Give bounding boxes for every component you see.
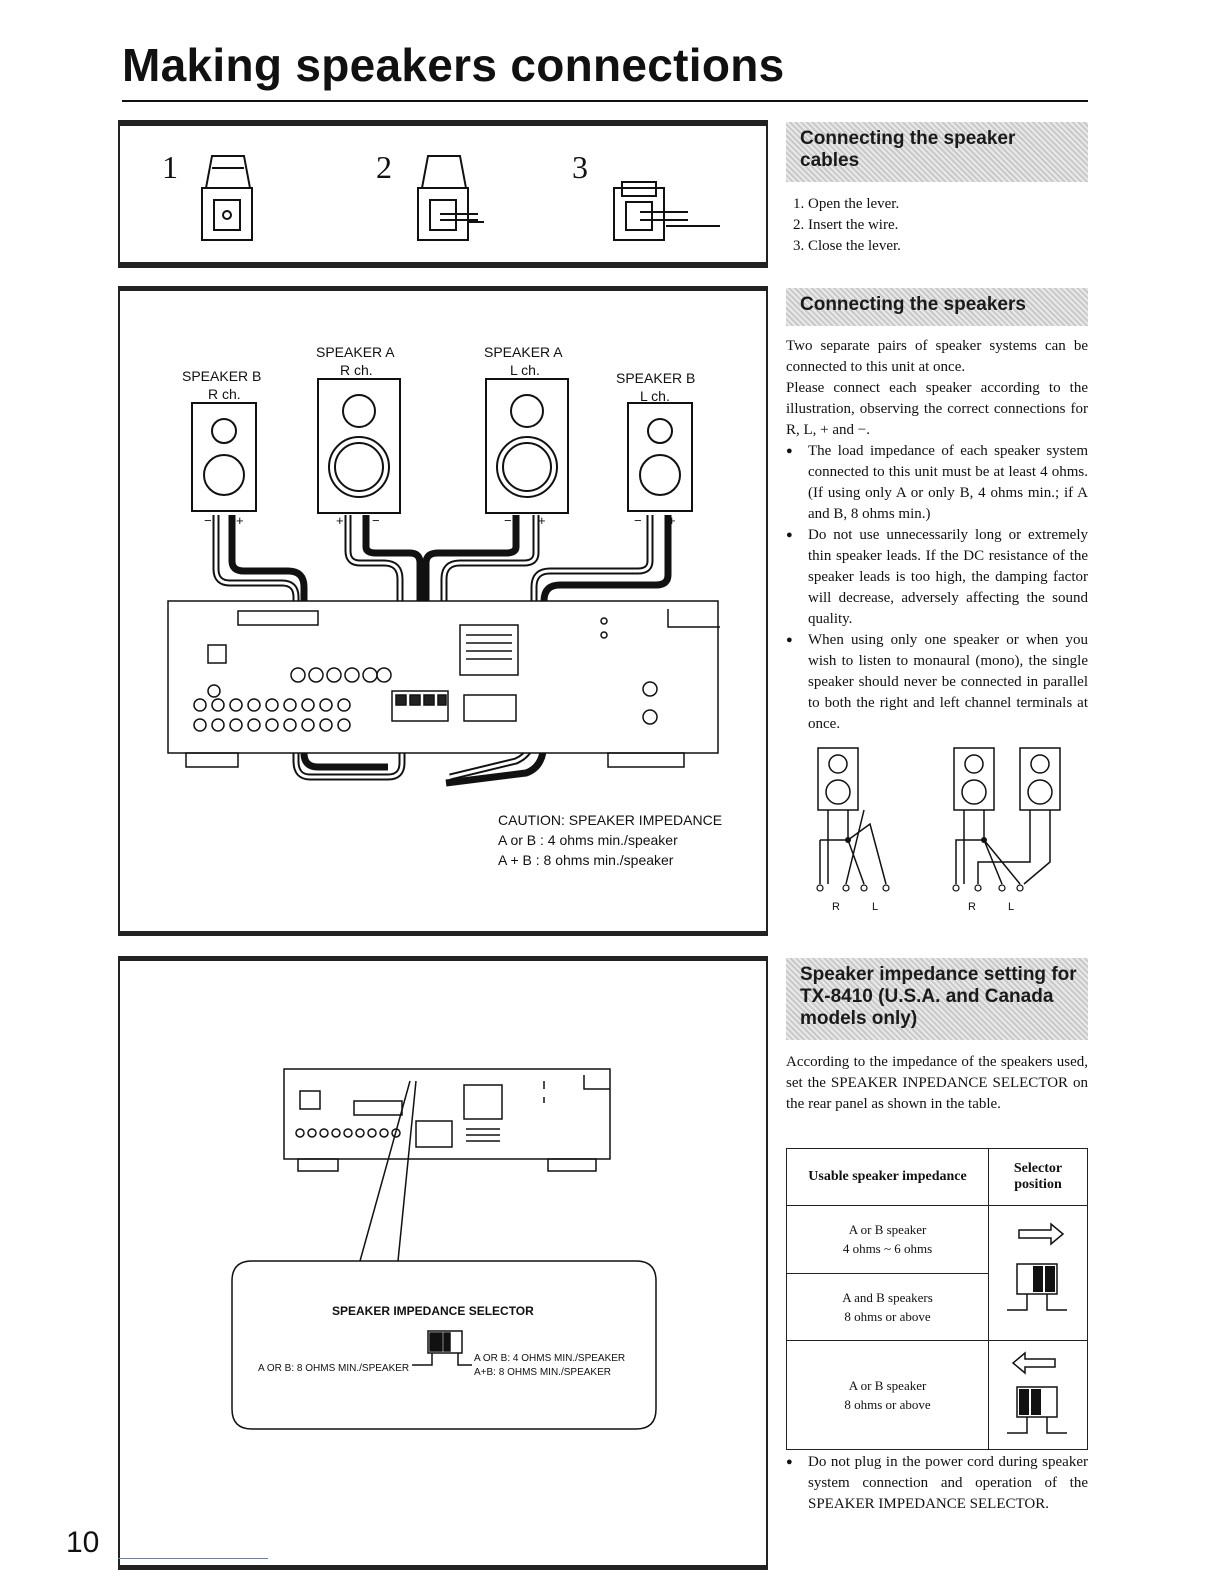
row-2-line-2: 8 ohms or above: [844, 1308, 931, 1324]
speaker-b-right-icon: [191, 402, 257, 512]
page-title: Making speakers connections: [122, 39, 785, 91]
selector-right-label-1: A OR B: 4 OHMS MIN./SPEAKER: [474, 1353, 625, 1364]
heading-connecting-cables: Connecting the speaker cables: [786, 122, 1088, 182]
selector-switch-icon: [412, 1330, 472, 1366]
step-number-1: 1: [162, 149, 178, 185]
svg-text:+: +: [336, 513, 344, 528]
row-3-line-2: 8 ohms or above: [844, 1397, 931, 1412]
receiver-rear-panel-small: [283, 1068, 611, 1172]
selector-title: SPEAKER IMPEDANCE SELECTOR: [332, 1304, 534, 1318]
row-1-line-2: 4 ohms ~ 6 ohms: [842, 1241, 933, 1257]
svg-text:+: +: [538, 513, 546, 528]
arrow-right-icon: [1018, 1222, 1065, 1246]
speaker-a-left-icon: [485, 378, 569, 514]
terminal-insert-wire-icon: [417, 155, 484, 241]
row-2-line-1: A and B speakers: [842, 1289, 933, 1305]
terminal-steps-panel: 1 2 3: [118, 120, 768, 268]
speaker-a-right-icon: [317, 378, 401, 514]
heading-connecting-speakers: Connecting the speakers: [786, 288, 1088, 326]
cable-step-2: Insert the wire.: [808, 215, 1088, 236]
page-number: 10: [66, 1526, 100, 1559]
mini-label-r-2: R: [968, 901, 976, 913]
step-number-2: 2: [376, 149, 392, 185]
table-header-impedance: Usable speaker impedance: [786, 1148, 989, 1206]
page-footer-rule: [118, 1558, 268, 1559]
speaker-b-left-icon: [627, 402, 693, 512]
speakers-intro-1: Two separate pairs of speaker systems ca…: [786, 338, 1088, 375]
mono-wiring-mini-diagram: R L R L: [816, 747, 1061, 913]
cable-steps: Open the lever. Insert the wire. Close t…: [786, 194, 1088, 257]
impedance-intro: According to the impedance of the speake…: [786, 1052, 1088, 1115]
selector-right-label-2: A+B: 8 OHMS MIN./SPEAKER: [474, 1367, 611, 1378]
label-speaker-a-l-ch: L ch.: [510, 362, 540, 378]
mini-label-l-1: L: [872, 901, 878, 913]
svg-text:−: −: [372, 513, 380, 528]
selector-position-b-icon: [1007, 1351, 1067, 1434]
table-header-position: Selector position: [988, 1148, 1088, 1206]
power-cord-note: Do not plug in the power cord during spe…: [786, 1452, 1088, 1515]
svg-text:+: +: [668, 513, 676, 528]
caution-line-1: A or B : 4 ohms min./speaker: [498, 832, 678, 848]
speakers-intro-2: Please connect each speaker according to…: [786, 380, 1088, 438]
mini-label-r-1: R: [832, 901, 840, 913]
label-speaker-a-r: SPEAKER A: [316, 344, 395, 360]
mini-label-l-2: L: [1008, 901, 1014, 913]
title-rule: [122, 100, 1088, 102]
label-speaker-a-l: SPEAKER A: [484, 344, 563, 360]
terminal-closed-icon: [613, 181, 720, 241]
speakers-text: Two separate pairs of speaker systems ca…: [786, 336, 1088, 735]
label-speaker-a-r-ch: R ch.: [340, 362, 373, 378]
receiver-rear-panel: [167, 600, 720, 768]
impedance-table: Usable speaker impedance Selector positi…: [786, 1148, 1088, 1450]
caution-title: CAUTION: SPEAKER IMPEDANCE: [498, 812, 722, 828]
table-row: A and B speakers 8 ohms or above: [786, 1272, 1088, 1341]
arrow-left-icon: [1011, 1351, 1056, 1375]
row-3-line-1: A or B speaker: [848, 1378, 927, 1393]
cable-step-1: Open the lever.: [808, 194, 1088, 215]
svg-text:−: −: [204, 513, 212, 528]
label-speaker-b-l-ch: L ch.: [640, 388, 670, 404]
speakers-bullet-1: The load impedance of each speaker syste…: [786, 441, 1088, 525]
svg-text:−: −: [634, 513, 642, 528]
row-1-line-1: A or B speaker: [848, 1222, 927, 1238]
svg-text:−: −: [504, 513, 512, 528]
impedance-intro-text: According to the impedance of the speake…: [786, 1054, 1088, 1112]
svg-text:+: +: [236, 513, 244, 528]
selector-position-a-icon: [1007, 1222, 1067, 1311]
impedance-selector-diagram: SPEAKER IMPEDANCE SELECTOR A OR B: 8 OHM…: [118, 956, 768, 1570]
terminal-open-icon: [201, 155, 253, 241]
label-speaker-b-l: SPEAKER B: [616, 370, 695, 386]
speakers-bullet-2: Do not use unnecessarily long or extreme…: [786, 525, 1088, 630]
step-number-3: 3: [572, 149, 588, 185]
label-speaker-b-r: SPEAKER B: [182, 368, 261, 384]
label-speaker-b-r-ch: R ch.: [208, 386, 241, 402]
speakers-bullet-3: When using only one speaker or when you …: [786, 630, 1088, 735]
table-row: A or B speaker 8 ohms or above: [786, 1340, 1088, 1450]
selector-left-label: A OR B: 8 OHMS MIN./SPEAKER: [258, 1363, 409, 1374]
table-row: A or B speaker 4 ohms ~ 6 ohms: [786, 1205, 1088, 1341]
caution-line-2: A + B : 8 ohms min./speaker: [498, 852, 674, 868]
speaker-connection-diagram: SPEAKER B R ch. SPEAKER A R ch. SPEAKER …: [118, 286, 768, 936]
cable-step-3: Close the lever.: [808, 236, 1088, 257]
heading-impedance-setting: Speaker impedance setting for TX-8410 (U…: [786, 958, 1088, 1040]
power-cord-note-text: Do not plug in the power cord during spe…: [786, 1452, 1088, 1515]
